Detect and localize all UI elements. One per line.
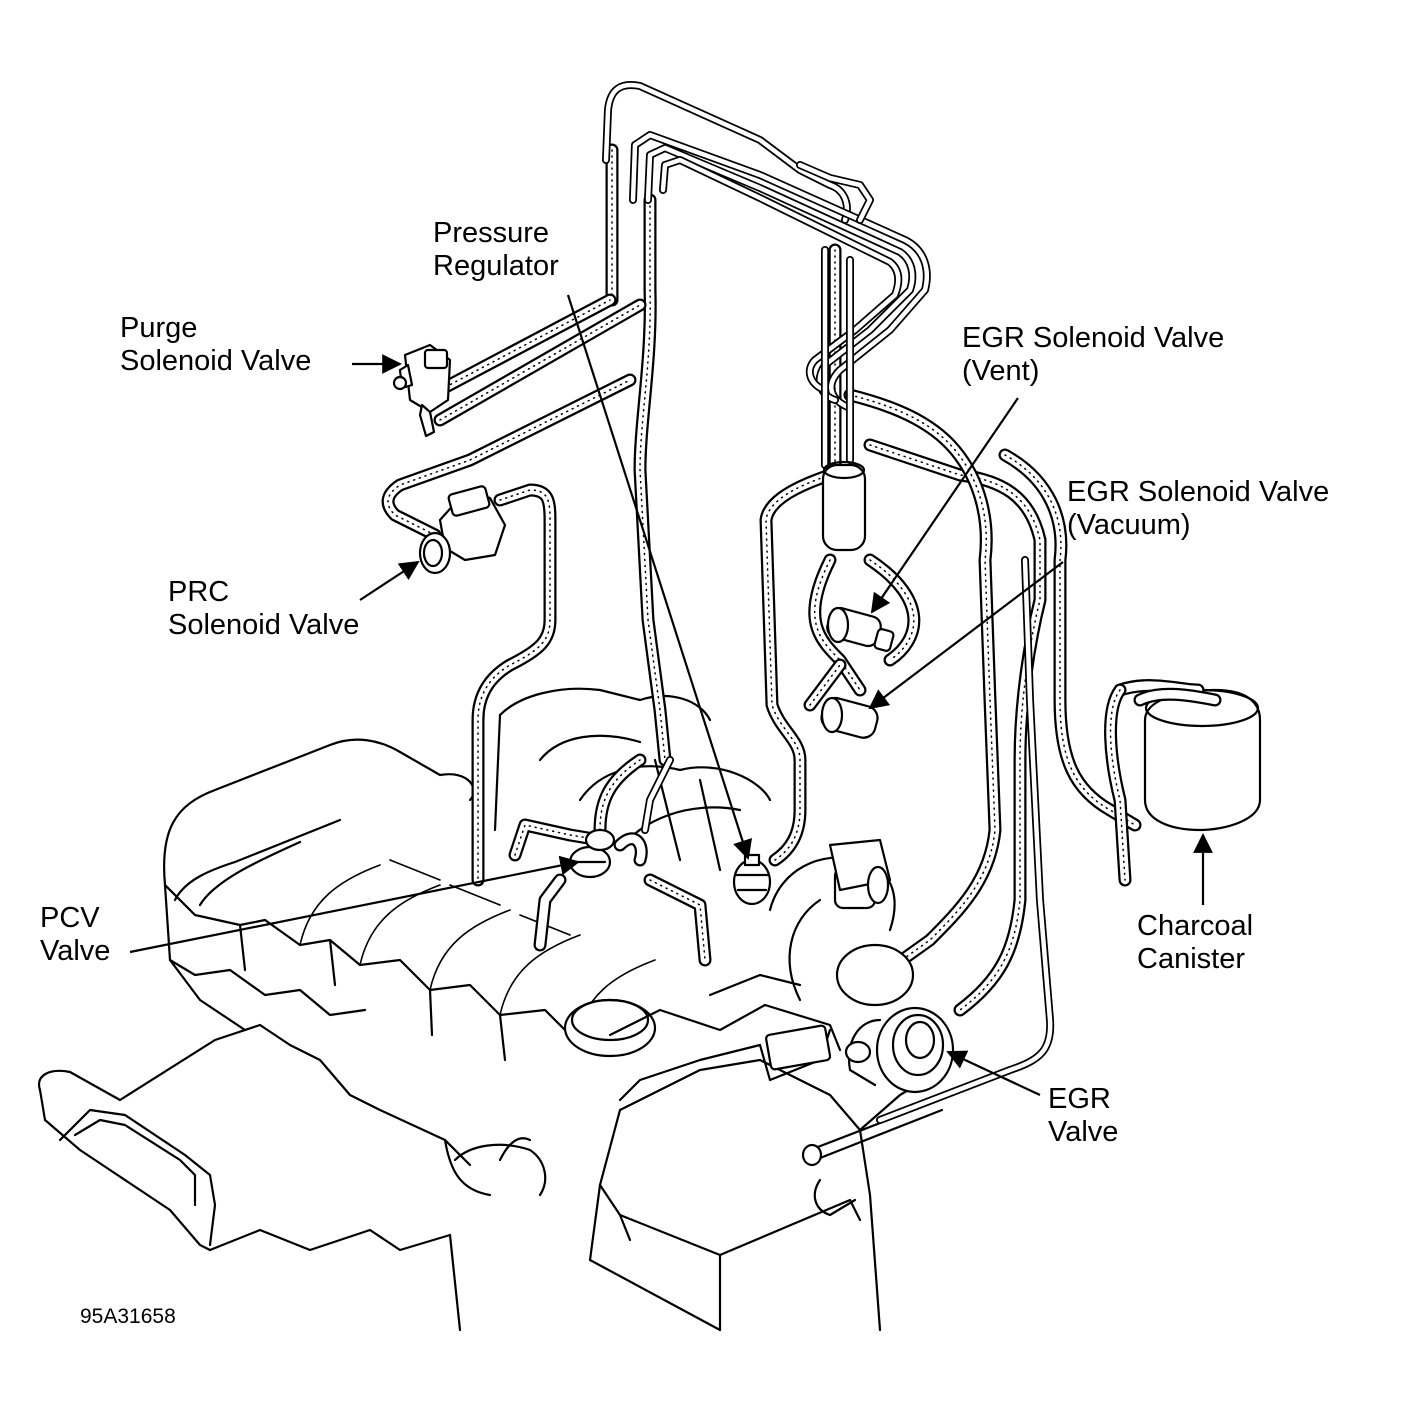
- label-pressure-regulator: Pressure Regulator: [433, 217, 559, 283]
- charcoal-canister-shape: [1104, 679, 1262, 887]
- arrow-pcv-valve: [129, 855, 580, 954]
- arrow-pressure-regulator: [566, 294, 753, 860]
- label-egr-valve-line2: Valve: [1048, 1116, 1119, 1148]
- label-pressure-regulator-line2: Regulator: [433, 250, 559, 282]
- filter-cylinder: [821, 460, 867, 552]
- egr-solenoid-valve-vacuum: [820, 696, 879, 739]
- purge-solenoid-valve: [392, 343, 452, 438]
- label-canister-line1: Charcoal: [1137, 910, 1254, 942]
- label-prc-line2: Solenoid Valve: [168, 609, 360, 641]
- label-egr-vacuum-line1: EGR Solenoid Valve: [1067, 476, 1330, 508]
- label-charcoal-canister: Charcoal Canister: [1137, 910, 1253, 976]
- metal-tubes: [602, 81, 1055, 1124]
- arrow-egr-vacuum: [868, 561, 1064, 710]
- label-prc-solenoid-valve: PRC Solenoid Valve: [168, 576, 359, 642]
- label-pcv-line2: Valve: [40, 935, 111, 967]
- leader-arrows: [129, 294, 1213, 1096]
- label-egr-vacuum-line2: (Vacuum): [1067, 509, 1191, 541]
- arrow-egr-valve: [946, 1050, 1041, 1096]
- label-purge-line2: Solenoid Valve: [120, 345, 312, 377]
- label-egr-valve-line1: EGR: [1048, 1083, 1111, 1115]
- label-egr-vent-line1: EGR Solenoid Valve: [962, 322, 1225, 354]
- pcv-valve: [568, 828, 616, 879]
- label-egr-vent-line2: (Vent): [962, 355, 1040, 387]
- label-purge-solenoid-valve: Purge Solenoid Valve: [120, 312, 311, 378]
- arrow-prc-solenoid: [359, 560, 420, 601]
- label-egr-solenoid-valve-vent: EGR Solenoid Valve (Vent): [962, 322, 1224, 388]
- pressure-regulator: [732, 853, 772, 906]
- engine-block: [37, 687, 944, 1332]
- figure-id: 95A31658: [80, 1305, 176, 1328]
- egr-solenoid-valve-vent: [826, 606, 895, 652]
- label-egr-solenoid-valve-vacuum: EGR Solenoid Valve (Vacuum): [1067, 476, 1329, 542]
- label-canister-line2: Canister: [1137, 943, 1245, 975]
- arrow-egr-vent: [870, 397, 1019, 614]
- label-egr-valve: EGR Valve: [1048, 1083, 1118, 1149]
- vacuum-hoses: [381, 143, 1142, 1017]
- label-pressure-regulator-line1: Pressure: [433, 217, 550, 249]
- egr-valve-assembly: [765, 838, 955, 1094]
- label-pcv-valve: PCV Valve: [40, 902, 110, 968]
- label-pcv-line1: PCV: [40, 902, 100, 934]
- prc-solenoid-valve: [418, 485, 507, 575]
- label-prc-line1: PRC: [168, 576, 230, 608]
- label-purge-line1: Purge: [120, 312, 198, 344]
